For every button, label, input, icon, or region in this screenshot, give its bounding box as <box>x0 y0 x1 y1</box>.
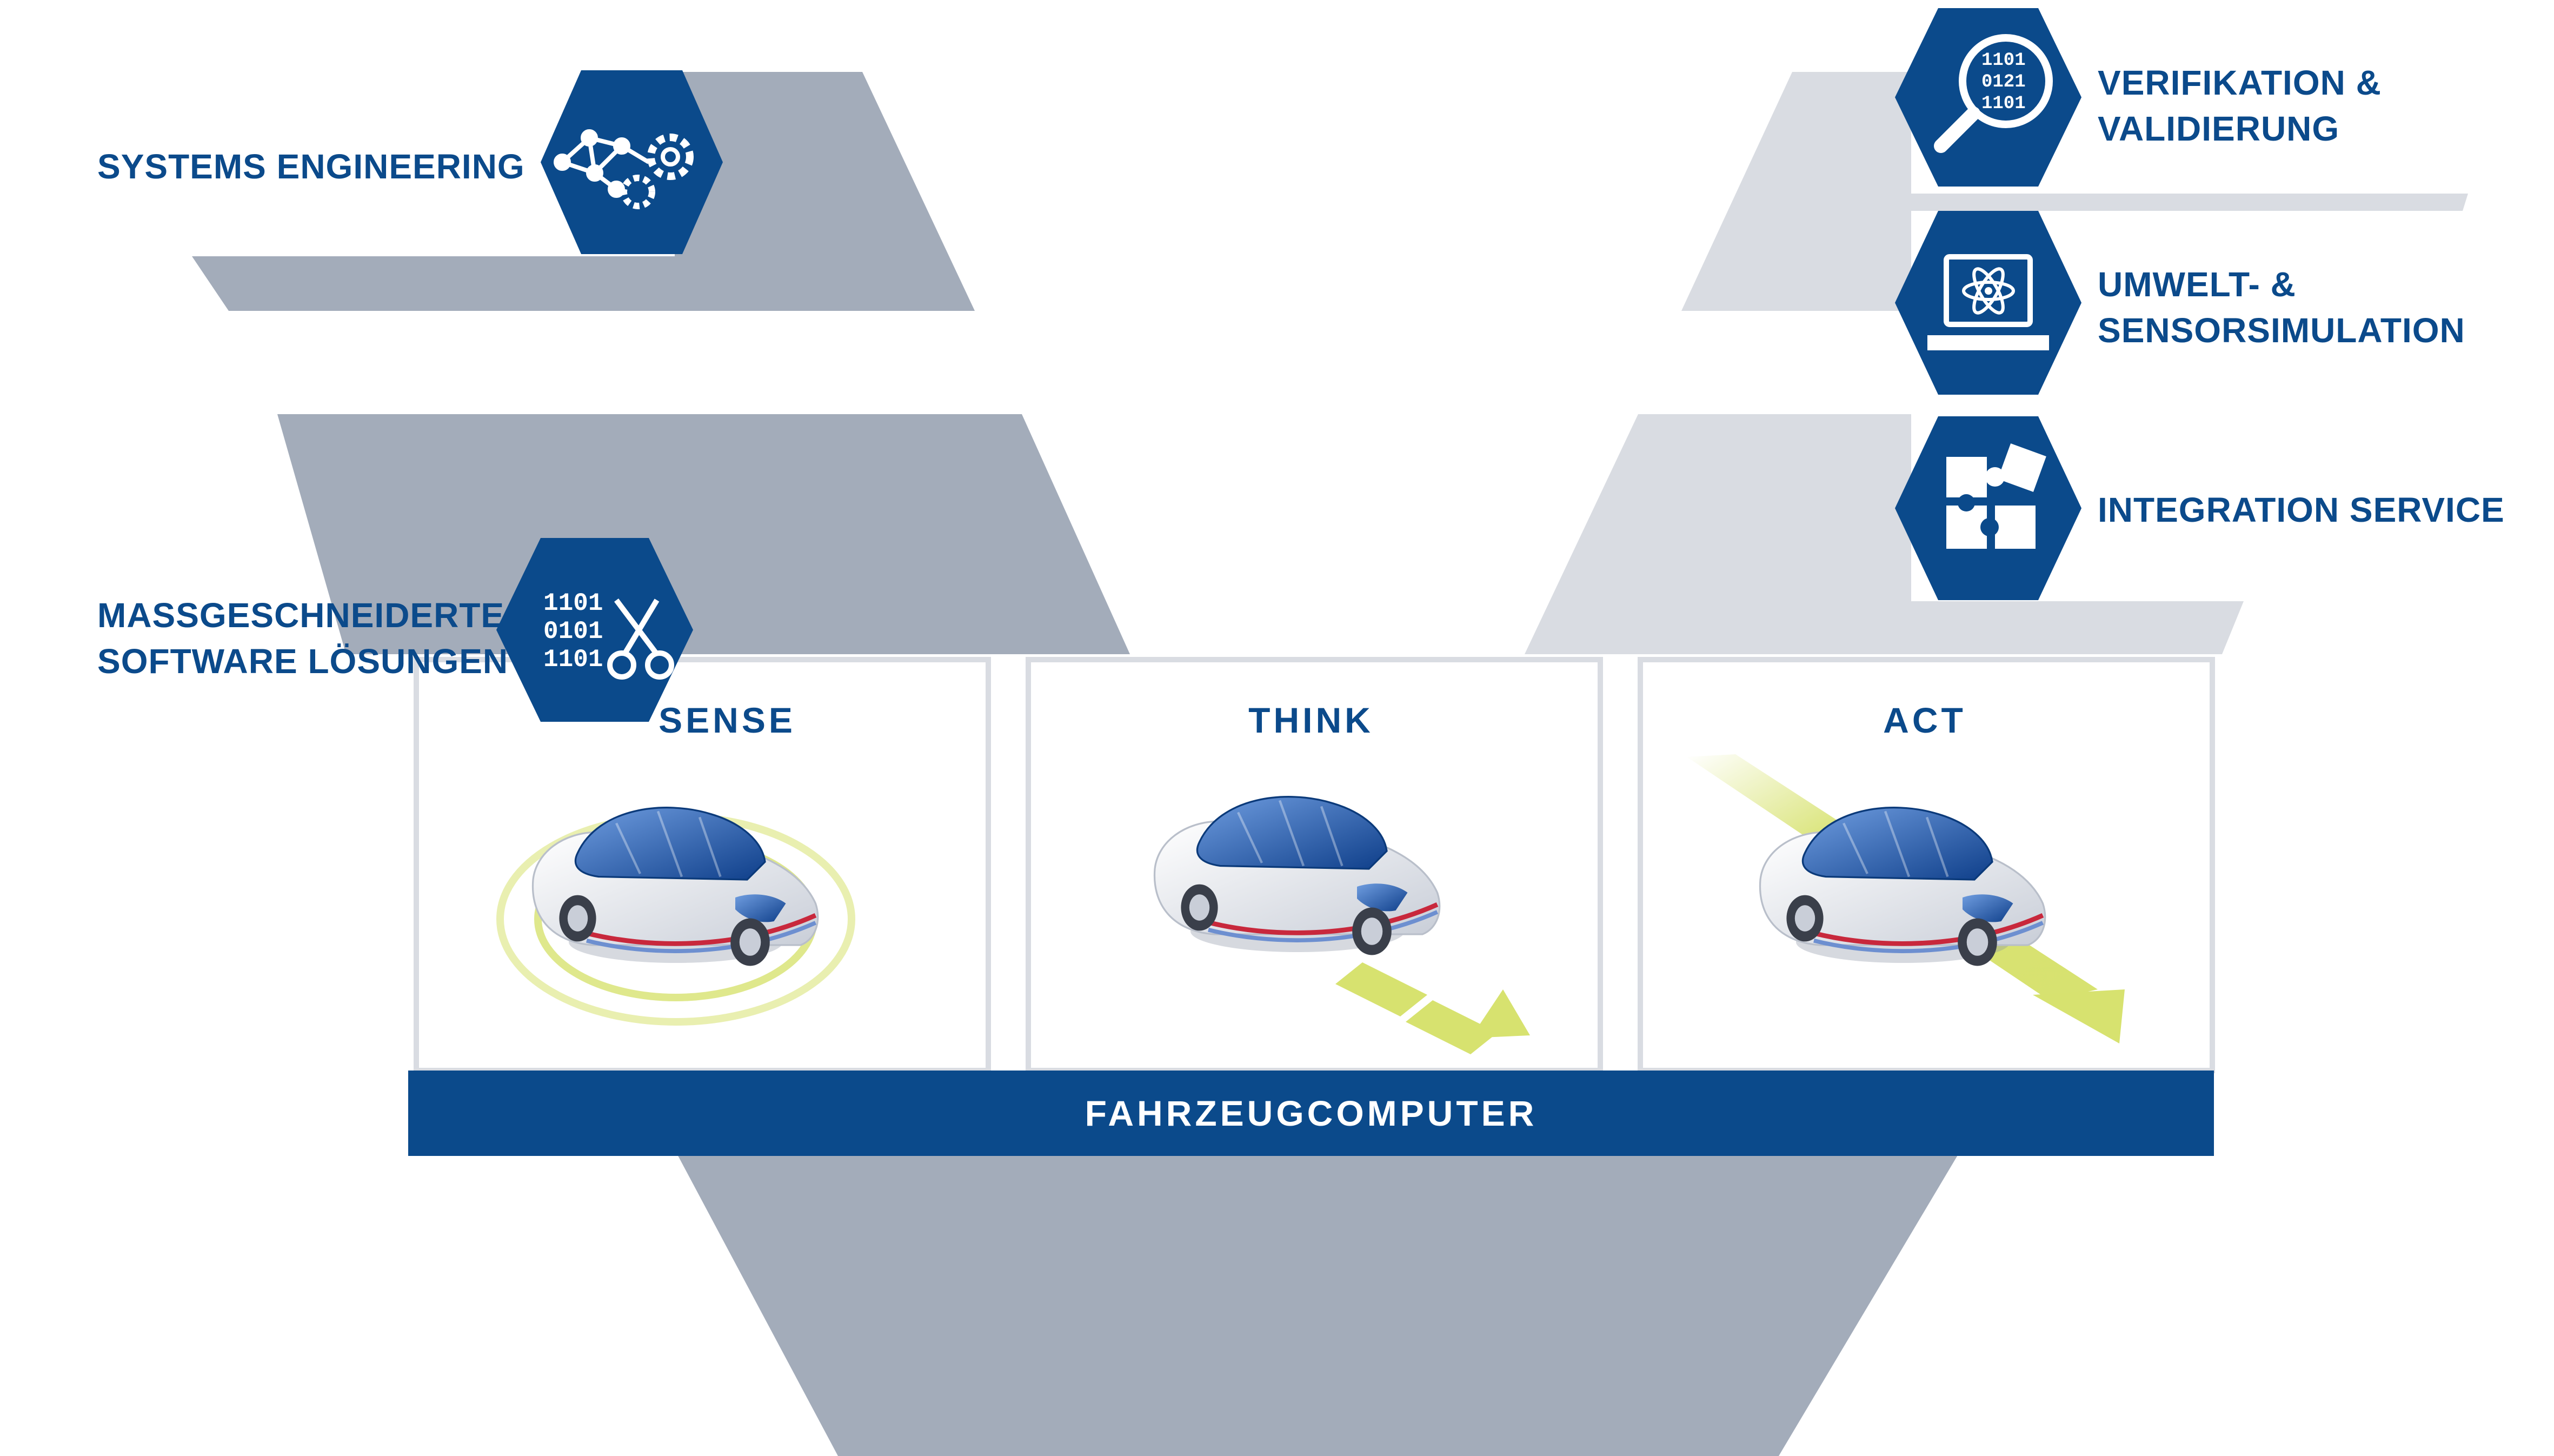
systems-engineering-label: SYSTEMS ENGINEERING <box>97 147 525 186</box>
v-band-middle-left <box>277 414 1130 654</box>
v-band-bottom <box>676 1152 1960 1456</box>
systems-engineering-badge <box>541 70 723 254</box>
custom-software-label-line2: SOFTWARE LÖSUNGEN <box>97 642 508 681</box>
laptop-atom-icon <box>1927 254 2049 350</box>
vehicle-computer-bar <box>408 1071 2214 1156</box>
verification-badge: 1101 0121 1101 <box>1895 8 2081 187</box>
act-car-illustration <box>1687 754 2125 1043</box>
svg-text:1101: 1101 <box>543 589 603 617</box>
puzzle-icon <box>1946 443 2046 549</box>
v-band-upper-right <box>1681 72 2468 311</box>
vehicle-computer-label: FAHRZEUGCOMPUTER <box>1085 1093 1538 1133</box>
systems-engineering-hexagon <box>541 70 723 254</box>
svg-text:1101: 1101 <box>543 646 603 674</box>
integration-hexagon <box>1895 416 2081 600</box>
simulation-label-line1: UMWELT- & <box>2098 265 2296 304</box>
v-band-middle-right <box>1525 414 2244 654</box>
think-car-illustration <box>1154 797 1530 1054</box>
custom-software-hexagon <box>496 538 693 722</box>
magnifier-binary-icon: 1101 0121 1101 <box>1934 34 2053 153</box>
network-gears-icon <box>554 129 694 209</box>
svg-text:0101: 0101 <box>543 617 603 646</box>
sense-car-illustration <box>496 808 855 1026</box>
svg-text:0121: 0121 <box>1981 72 2026 92</box>
integration-label: INTEGRATION SERVICE <box>2098 490 2505 529</box>
sense-title: SENSE <box>659 700 796 740</box>
custom-software-badge: 1101 0101 1101 <box>496 538 693 722</box>
think-title: THINK <box>1248 700 1374 740</box>
verification-label-line2: VALIDIERUNG <box>2098 109 2339 148</box>
integration-badge <box>1895 416 2081 600</box>
verification-label-line1: VERIFIKATION & <box>2098 63 2382 102</box>
svg-text:1101: 1101 <box>1981 50 2026 71</box>
v-band-upper-left <box>192 72 975 311</box>
simulation-label-line2: SENSORSIMULATION <box>2098 311 2465 350</box>
simulation-hexagon <box>1895 211 2081 395</box>
binary-scissors-icon: 1101 0101 1101 <box>543 589 674 680</box>
svg-text:1101: 1101 <box>1981 94 2026 114</box>
act-title: ACT <box>1883 700 1966 740</box>
simulation-badge <box>1895 211 2081 395</box>
custom-software-label-line1: MASSGESCHNEIDERTE <box>97 596 504 635</box>
